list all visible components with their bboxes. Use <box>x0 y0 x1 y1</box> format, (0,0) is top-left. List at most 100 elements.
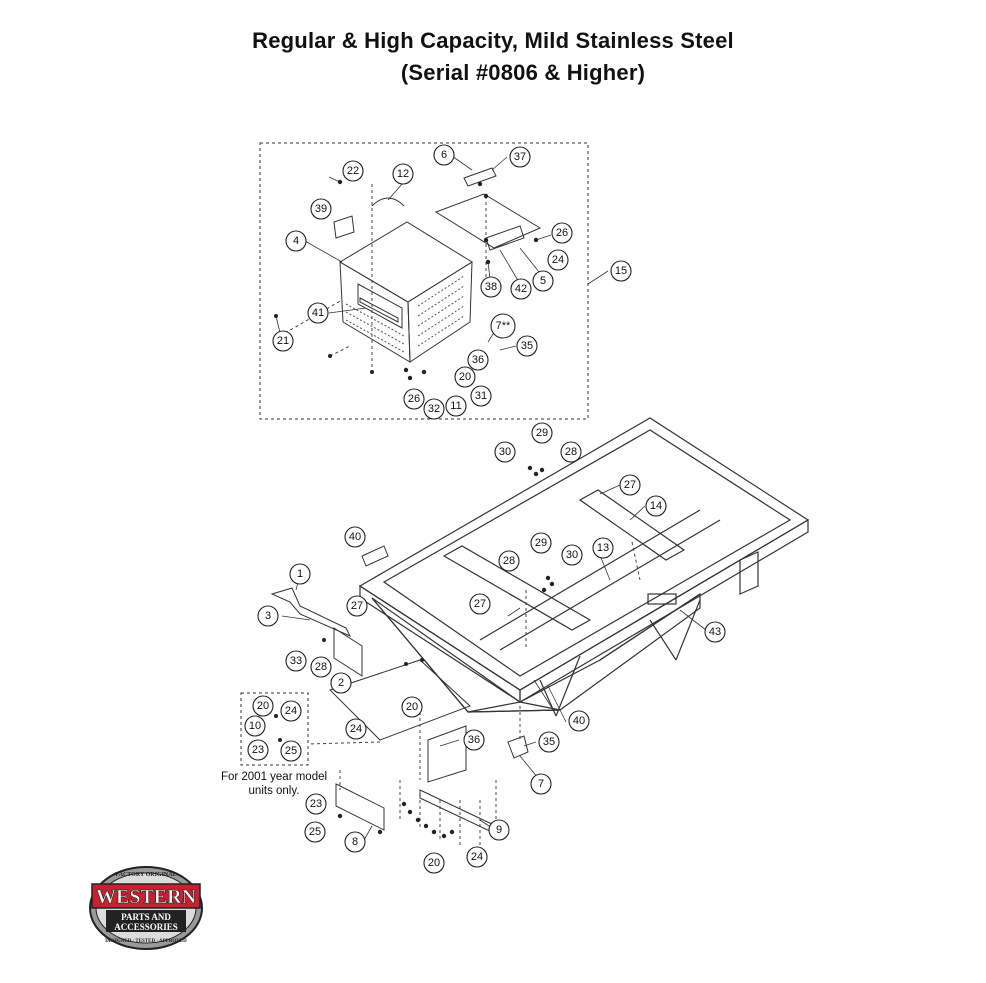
callout-3: 3 <box>257 605 279 627</box>
svg-text:15: 15 <box>615 265 627 277</box>
hardware-dots <box>274 179 555 839</box>
svg-text:24: 24 <box>350 723 362 735</box>
callout-35: 35 <box>516 335 538 357</box>
svg-text:30: 30 <box>499 446 511 458</box>
year-note: For 2001 year model units only. <box>220 771 328 797</box>
svg-text:23: 23 <box>310 798 322 810</box>
svg-text:36: 36 <box>468 734 480 746</box>
callout-37: 37 <box>509 146 531 168</box>
callout-36: 36 <box>463 729 485 751</box>
callout-28: 28 <box>498 550 520 572</box>
callout-30: 30 <box>561 544 583 566</box>
callout-26: 26 <box>403 388 425 410</box>
callout-11: 11 <box>445 395 467 417</box>
svg-text:27: 27 <box>474 598 486 610</box>
svg-text:21: 21 <box>277 335 289 347</box>
callout-9: 9 <box>488 819 510 841</box>
svg-text:10: 10 <box>249 720 261 732</box>
callout-25: 25 <box>304 821 326 843</box>
svg-text:28: 28 <box>503 555 515 567</box>
cover-assembly-box <box>259 142 589 420</box>
svg-text:35: 35 <box>543 736 555 748</box>
callout-41: 41 <box>307 302 329 324</box>
svg-text:9: 9 <box>496 824 502 836</box>
svg-text:20: 20 <box>428 857 440 869</box>
svg-text:20: 20 <box>257 700 269 712</box>
svg-text:26: 26 <box>408 393 420 405</box>
svg-text:29: 29 <box>536 427 548 439</box>
svg-text:2: 2 <box>338 677 344 689</box>
logo-line1: PARTS AND <box>121 912 171 922</box>
callout-24: 24 <box>547 249 569 271</box>
logo-banner <box>91 883 201 909</box>
callout-43: 43 <box>704 621 726 643</box>
svg-text:28: 28 <box>315 661 327 673</box>
callout-4: 4 <box>285 230 307 252</box>
svg-text:32: 32 <box>428 403 440 415</box>
callout-33: 33 <box>285 650 307 672</box>
western-logo: FACTORY ORIGINAL WESTERN PARTS AND ACCES… <box>89 866 203 950</box>
callout-25: 25 <box>280 740 302 762</box>
callout-20: 20 <box>252 695 274 717</box>
logo-line2: ACCESSORIES <box>114 922 178 932</box>
callout-28: 28 <box>310 656 332 678</box>
callout-28: 28 <box>560 441 582 463</box>
mount-bracket <box>434 193 542 249</box>
svg-text:5: 5 <box>540 275 546 287</box>
callout-24: 24 <box>280 700 302 722</box>
svg-text:24: 24 <box>285 705 297 717</box>
callout-5: 5 <box>532 270 554 292</box>
callout-8: 8 <box>344 831 366 853</box>
svg-text:26: 26 <box>556 227 568 239</box>
bracket-6 <box>463 167 497 187</box>
svg-text:35: 35 <box>521 340 533 352</box>
callout-10: 10 <box>244 715 266 737</box>
callout-20: 20 <box>454 366 476 388</box>
svg-text:14: 14 <box>650 500 662 512</box>
callout-6: 6 <box>433 144 455 166</box>
svg-text:24: 24 <box>552 254 564 266</box>
callout-23: 23 <box>247 739 269 761</box>
svg-text:40: 40 <box>349 531 361 543</box>
logo-top-text: FACTORY ORIGINAL <box>115 872 176 878</box>
logo-bottom-text: DESIGNED · TESTED · APPROVED <box>105 939 187 944</box>
callout-40: 40 <box>568 710 590 732</box>
svg-text:31: 31 <box>475 390 487 402</box>
cover-grille <box>345 275 465 353</box>
callout-23: 23 <box>305 793 327 815</box>
svg-text:40: 40 <box>573 715 585 727</box>
svg-text:30: 30 <box>566 549 578 561</box>
callout-12: 12 <box>392 163 414 185</box>
svg-text:13: 13 <box>597 542 609 554</box>
svg-text:42: 42 <box>515 283 527 295</box>
logo-subbanner <box>106 910 186 932</box>
svg-text:43: 43 <box>709 626 721 638</box>
page-subtitle: (Serial #0806 & Higher) <box>400 60 646 85</box>
lever-1 <box>270 587 352 638</box>
svg-text:4: 4 <box>293 235 299 247</box>
decal-40 <box>361 545 389 567</box>
callout-35: 35 <box>538 731 560 753</box>
svg-text:24: 24 <box>471 851 483 863</box>
side-plate <box>427 725 467 783</box>
cover-part <box>339 221 473 363</box>
logo-brand: WESTERN <box>96 886 197 908</box>
svg-text:28: 28 <box>565 446 577 458</box>
callout-31: 31 <box>470 385 492 407</box>
svg-text:29: 29 <box>535 537 547 549</box>
callout-42: 42 <box>510 278 532 300</box>
callout-leaders <box>275 155 707 841</box>
svg-text:25: 25 <box>285 745 297 757</box>
callout-15: 15 <box>610 260 632 282</box>
svg-text:1: 1 <box>297 568 303 580</box>
hopper-body <box>358 417 810 717</box>
svg-text:7**: 7** <box>496 320 511 332</box>
svg-text:25: 25 <box>309 826 321 838</box>
handle-part <box>371 197 405 207</box>
callout-24: 24 <box>466 846 488 868</box>
svg-text:7: 7 <box>538 778 544 790</box>
svg-text:27: 27 <box>351 600 363 612</box>
plate-8 <box>335 783 385 831</box>
callout-38: 38 <box>480 276 502 298</box>
